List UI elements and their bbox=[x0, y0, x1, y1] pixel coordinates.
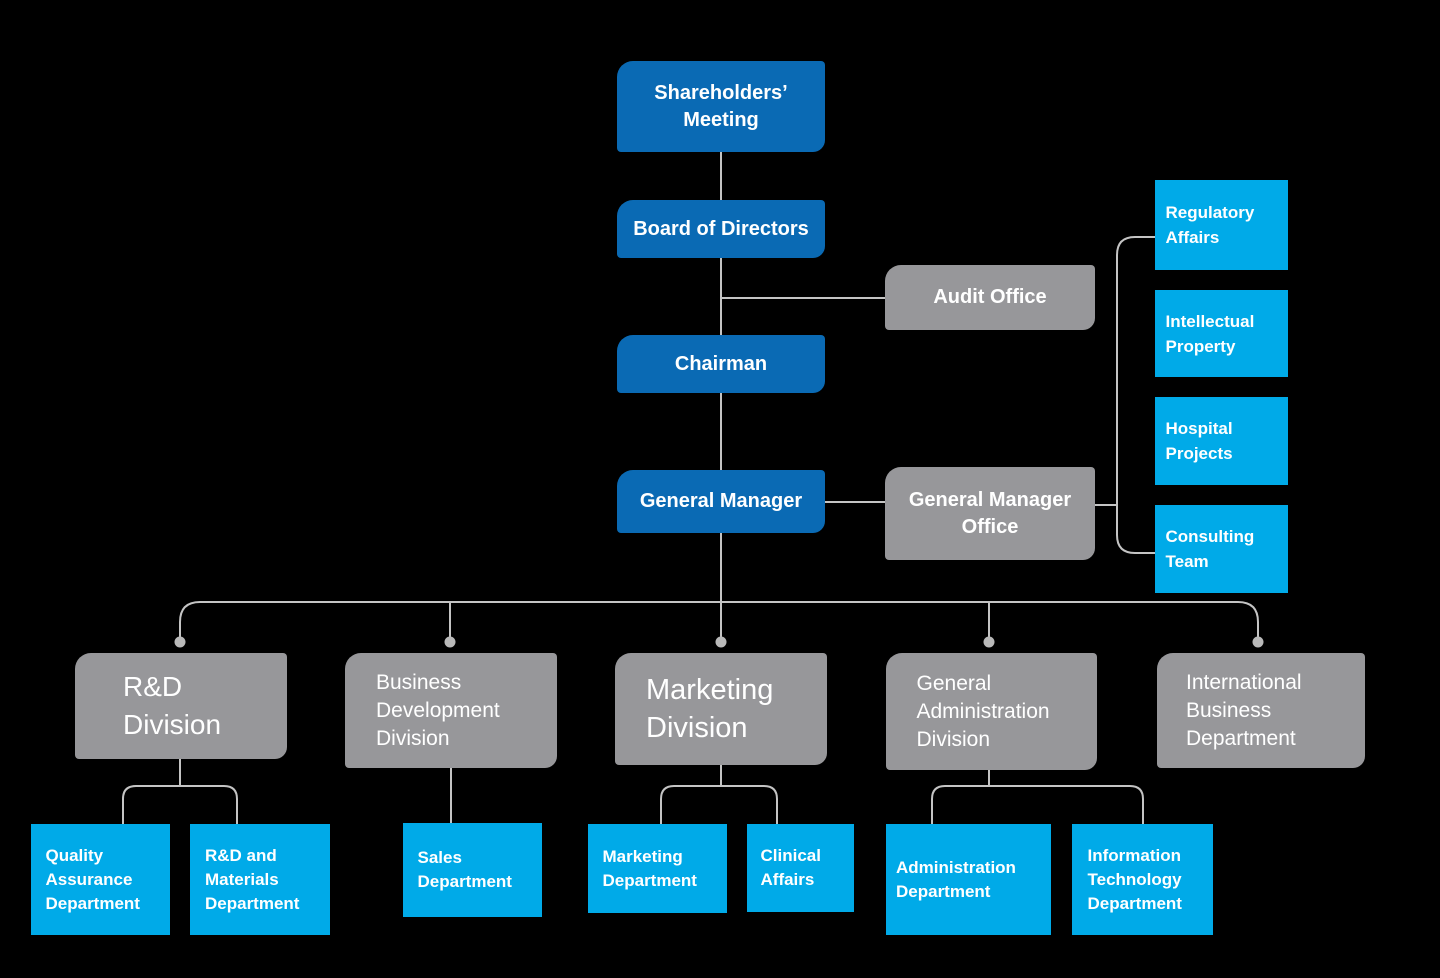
node-label: Consulting Team bbox=[1165, 527, 1255, 571]
node-label: Marketing Department bbox=[602, 846, 697, 890]
node-label: Chairman bbox=[674, 352, 768, 375]
node-label: Audit Office bbox=[933, 286, 1047, 308]
node-label: Shareholders’ Meeting bbox=[654, 81, 788, 131]
node-general-manager: General Manager bbox=[617, 470, 825, 533]
node-label: Quality Assurance Department bbox=[45, 845, 140, 913]
distribution-line bbox=[179, 601, 1259, 638]
dot-marketing bbox=[715, 636, 727, 648]
node-shareholders-meeting: Shareholders’ Meeting bbox=[617, 61, 825, 152]
bracket-rnd bbox=[122, 785, 238, 824]
node-label: Information Technology Department bbox=[1087, 845, 1182, 913]
node-marketing-department: Marketing Department bbox=[588, 824, 727, 913]
node-general-administration-division: General Administration Division bbox=[886, 653, 1097, 770]
node-label: Clinical Affairs bbox=[760, 846, 821, 889]
node-audit-office: Audit Office bbox=[885, 265, 1095, 330]
dot-international-business bbox=[1252, 636, 1264, 648]
node-label: R&D and Materials Department bbox=[205, 845, 300, 913]
node-label: Intellectual Property bbox=[1165, 311, 1255, 356]
node-intellectual-property: Intellectual Property bbox=[1155, 290, 1288, 377]
dot-rnd bbox=[174, 636, 186, 648]
node-chairman: Chairman bbox=[617, 335, 825, 393]
node-label: International Business Department bbox=[1186, 670, 1302, 750]
node-consulting-team: Consulting Team bbox=[1155, 505, 1288, 593]
dot-general-administration bbox=[983, 636, 995, 648]
node-label: General Manager Office bbox=[908, 488, 1072, 538]
node-business-development-division: Business Development Division bbox=[345, 653, 557, 768]
node-label: Board of Directors bbox=[633, 217, 809, 240]
node-clinical-affairs: Clinical Affairs bbox=[747, 824, 854, 912]
node-label: Administration Department bbox=[896, 857, 1016, 901]
node-label: Marketing Division bbox=[646, 674, 774, 744]
node-administration-department: Administration Department bbox=[886, 824, 1051, 935]
node-international-business-department: International Business Department bbox=[1157, 653, 1365, 768]
bracket-gm-office-teams bbox=[1116, 236, 1155, 554]
node-label: R&D Division bbox=[123, 671, 222, 740]
node-rnd-division: R&D Division bbox=[75, 653, 287, 759]
node-sales-department: Sales Department bbox=[403, 823, 542, 917]
node-information-technology-department: Information Technology Department bbox=[1072, 824, 1213, 935]
node-rnd-and-materials-department: R&D and Materials Department bbox=[190, 824, 330, 935]
node-label: Regulatory Affairs bbox=[1165, 203, 1255, 247]
bracket-general-administration bbox=[931, 785, 1144, 824]
node-regulatory-affairs: Regulatory Affairs bbox=[1155, 180, 1288, 270]
node-label: General Administration Division bbox=[916, 671, 1050, 751]
node-general-manager-office: General Manager Office bbox=[885, 467, 1095, 560]
node-label: Hospital Projects bbox=[1165, 419, 1233, 463]
node-board-of-directors: Board of Directors bbox=[617, 200, 825, 258]
node-label: General Manager bbox=[639, 490, 803, 512]
node-quality-assurance-department: Quality Assurance Department bbox=[31, 824, 170, 935]
dot-business-development bbox=[444, 636, 456, 648]
bracket-marketing bbox=[660, 785, 778, 824]
node-hospital-projects: Hospital Projects bbox=[1155, 397, 1288, 485]
node-marketing-division: Marketing Division bbox=[615, 653, 827, 765]
node-label: Business Development Division bbox=[376, 670, 500, 750]
node-label: Sales Department bbox=[417, 848, 512, 891]
